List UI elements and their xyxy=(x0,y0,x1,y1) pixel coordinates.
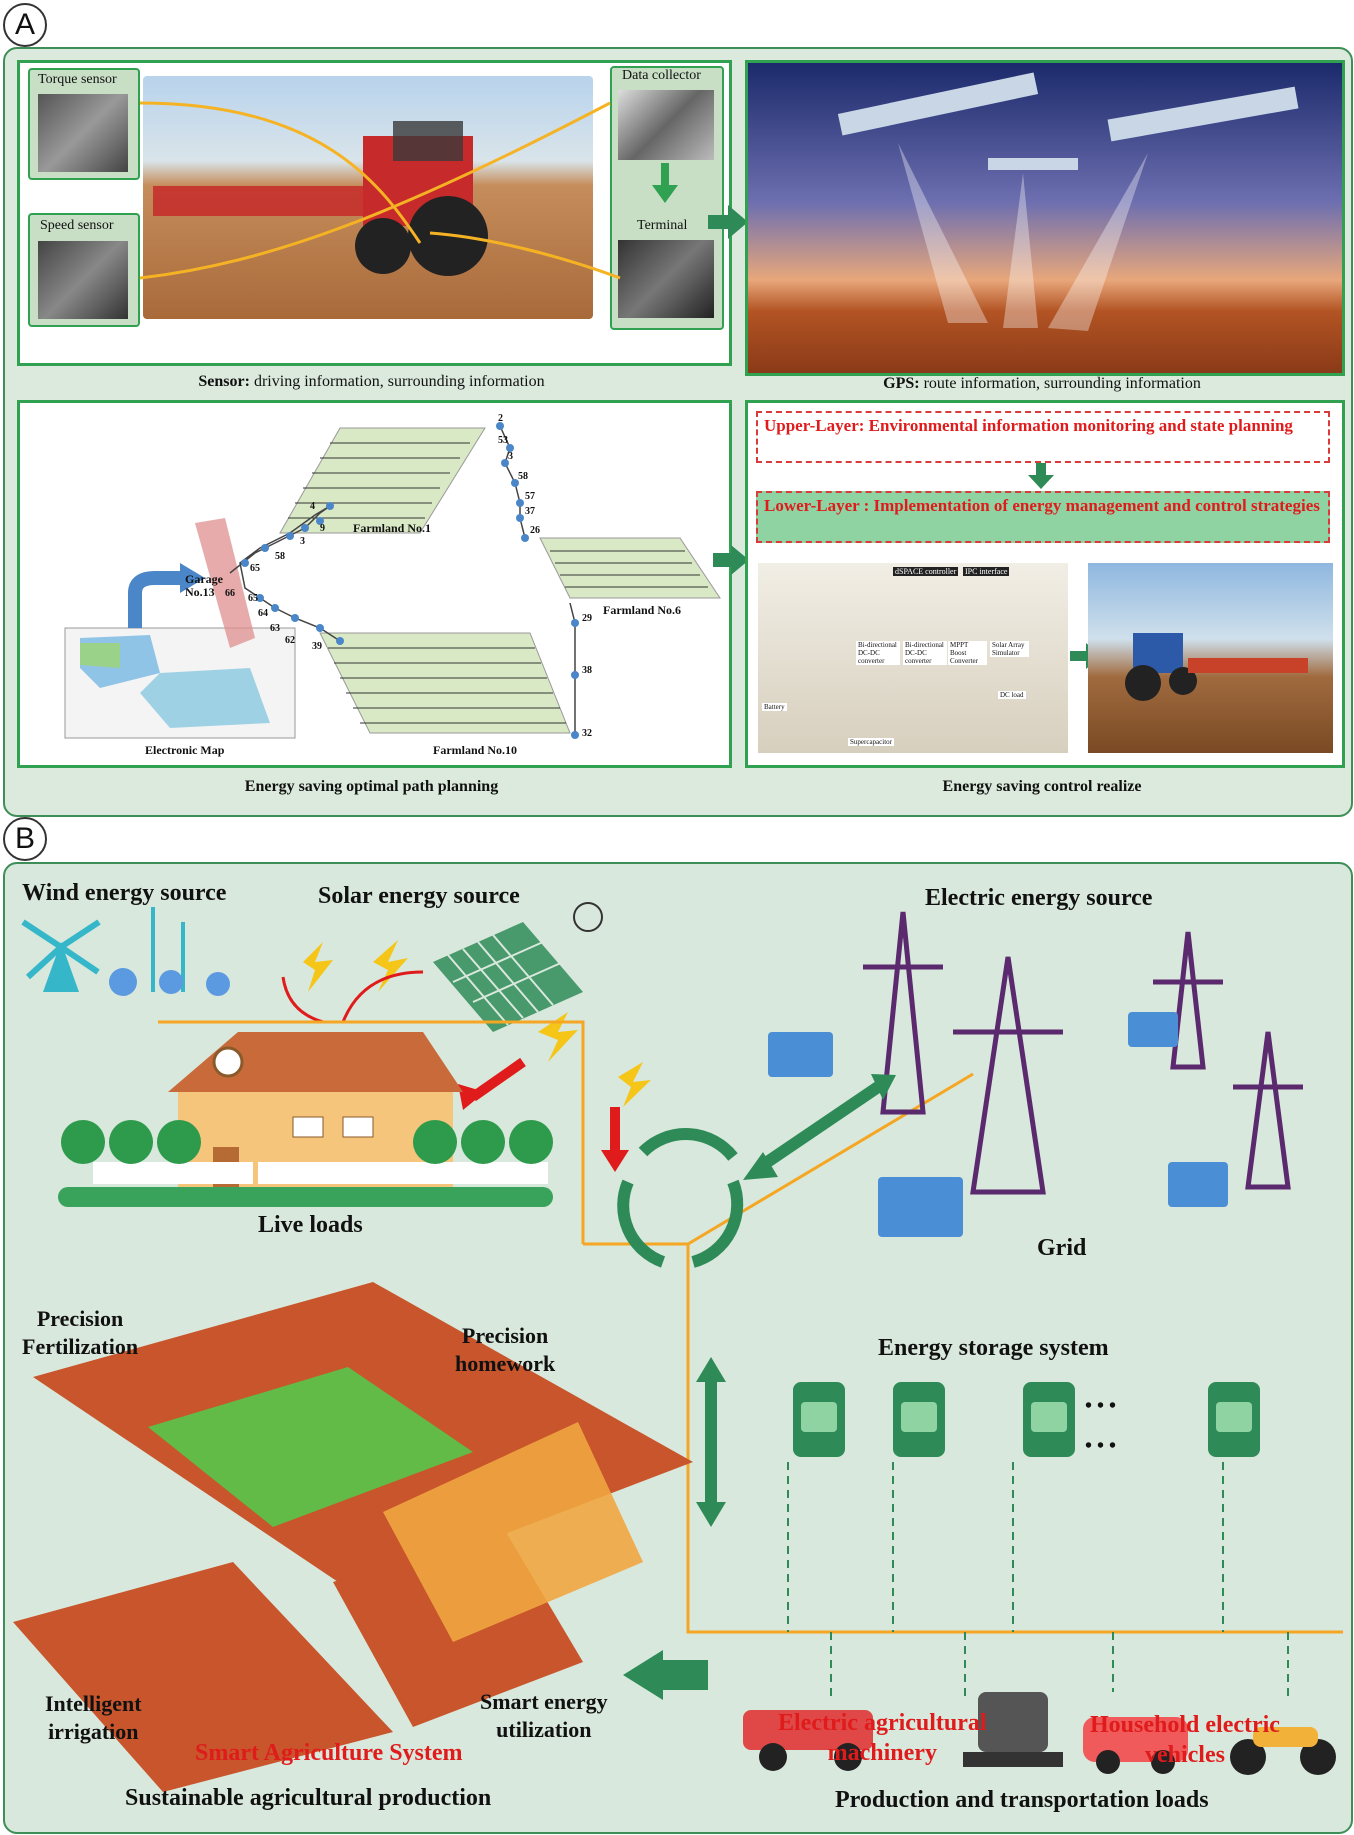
field-tractor-photo xyxy=(1088,563,1333,753)
lab-label: Bi-directional DC-DC converter xyxy=(856,641,900,665)
torque-sensor-label: Torque sensor xyxy=(38,72,117,87)
node-label: 37 xyxy=(525,506,535,517)
node-label: 65 xyxy=(250,563,260,574)
node-label: 39 xyxy=(312,641,322,652)
path-planning-panel: Garage No.13 Farmland No.1 Farmland No.6… xyxy=(17,400,732,768)
control-panel: Upper-Layer: Environmental information m… xyxy=(745,400,1345,768)
energy-system-diagram xyxy=(13,902,1343,1792)
intelligent-irrigation-label: Intelligent irrigation xyxy=(45,1691,142,1744)
lab-label: dSPACE controller xyxy=(893,567,959,576)
wind-source-label: Wind energy source xyxy=(22,880,227,906)
node-label: 4 xyxy=(310,501,315,512)
lab-label: DC load xyxy=(998,691,1026,699)
household-ev-label: Household electric vehicles xyxy=(1090,1712,1280,1768)
garage-label: Garage No.13 xyxy=(185,572,223,599)
node-label: 9 xyxy=(320,523,325,534)
gps-caption: GPS: route information, surrounding info… xyxy=(745,375,1339,393)
node-label: 32 xyxy=(582,728,592,739)
grid-label: Grid xyxy=(1037,1235,1087,1261)
panel-letter-a: A xyxy=(3,3,47,47)
lab-label: Bi-directional DC-DC converter xyxy=(903,641,947,665)
node-label: 62 xyxy=(285,635,295,646)
lab-label: Solar Array Simulator xyxy=(990,641,1029,657)
sensor-caption: Sensor: driving information, surrounding… xyxy=(17,373,726,391)
control-caption: Energy saving control realize xyxy=(942,778,1142,795)
gps-panel xyxy=(745,60,1345,376)
ellipsis: • • • xyxy=(1085,1435,1117,1457)
sensor-caption-bold: Sensor: xyxy=(198,373,250,390)
satellite-illustration xyxy=(837,72,1299,331)
electric-ag-machinery-label: Electric agricultural machinery xyxy=(778,1710,987,1766)
lower-layer-box: Lower-Layer : Implementation of energy m… xyxy=(756,491,1330,543)
lab-label: IPC interface xyxy=(963,567,1010,576)
lab-setup-photo: dSPACE controller IPC interface Bi-direc… xyxy=(758,563,1068,753)
terminal-photo xyxy=(618,240,714,318)
torque-sensor-box: Torque sensor xyxy=(28,68,140,180)
down-arrow-icon xyxy=(1028,463,1054,489)
speed-sensor-box: Speed sensor xyxy=(28,213,140,327)
storage-label: Energy storage system xyxy=(878,1335,1109,1361)
precision-fertilization-label: Precision Fertilization xyxy=(22,1306,139,1359)
node-label: 3 xyxy=(300,536,305,547)
torque-sensor-photo xyxy=(38,94,128,172)
right-arrow-icon xyxy=(713,545,749,575)
gps-caption-rest: route information, surrounding informati… xyxy=(919,375,1201,392)
lab-label: MPPT Boost Converter xyxy=(948,641,987,665)
production-loads-label: Production and transportation loads xyxy=(835,1787,1209,1813)
right-arrow-icon xyxy=(708,205,748,239)
smart-energy-label: Smart energy utilization xyxy=(480,1689,608,1742)
gps-caption-bold: GPS: xyxy=(883,375,920,392)
upper-layer-box: Upper-Layer: Environmental information m… xyxy=(756,411,1330,463)
farmland-6-label: Farmland No.6 xyxy=(603,603,681,617)
path-map xyxy=(64,422,721,739)
data-collector-label: Data collector xyxy=(622,68,701,83)
solar-source-label: Solar energy source xyxy=(318,883,520,909)
node-label: 63 xyxy=(270,623,280,634)
sustainable-production-label: Sustainable agricultural production xyxy=(125,1785,492,1811)
terminal-label: Terminal xyxy=(637,218,688,233)
collector-terminal-box: Data collector Terminal xyxy=(610,66,724,330)
node-label: 2 xyxy=(498,413,503,424)
sensor-panel: Torque sensor Speed sensor Data collecto… xyxy=(17,60,732,366)
lab-label: Supercapacitor xyxy=(848,738,894,746)
farmland-10-label: Farmland No.10 xyxy=(433,743,517,757)
speed-sensor-photo xyxy=(38,241,128,319)
node-label: 29 xyxy=(582,613,592,624)
node-label: 3 xyxy=(508,451,513,462)
sensor-caption-rest: driving information, surrounding informa… xyxy=(249,373,545,390)
node-label: 64 xyxy=(258,608,268,619)
path-caption: Energy saving optimal path planning xyxy=(244,778,499,795)
node-label: 53 xyxy=(498,435,508,446)
node-label: 65 xyxy=(248,593,258,604)
precision-homework-label: Precision homework xyxy=(455,1323,556,1376)
lab-label: Battery xyxy=(762,703,787,711)
speed-sensor-label: Speed sensor xyxy=(40,218,114,233)
node-label: 57 xyxy=(525,491,535,502)
down-arrow-icon xyxy=(652,163,678,203)
windmill-icon xyxy=(21,919,101,992)
node-label: 58 xyxy=(275,551,285,562)
data-collector-photo xyxy=(618,90,714,160)
ellipsis: • • • xyxy=(1085,1395,1117,1417)
sensor-link-curves xyxy=(139,101,621,280)
node-label: 66 xyxy=(225,588,235,599)
panel-letter-b: B xyxy=(3,817,47,861)
node-label: 26 xyxy=(530,525,540,536)
node-label: 38 xyxy=(582,665,592,676)
electric-source-label: Electric energy source xyxy=(925,885,1153,911)
electronic-map-label: Electronic Map xyxy=(145,743,225,757)
farmland-1-label: Farmland No.1 xyxy=(353,521,431,535)
node-label: 58 xyxy=(518,471,528,482)
smart-agriculture-label: Smart Agriculture System xyxy=(195,1740,463,1766)
live-loads-label: Live loads xyxy=(258,1212,363,1238)
